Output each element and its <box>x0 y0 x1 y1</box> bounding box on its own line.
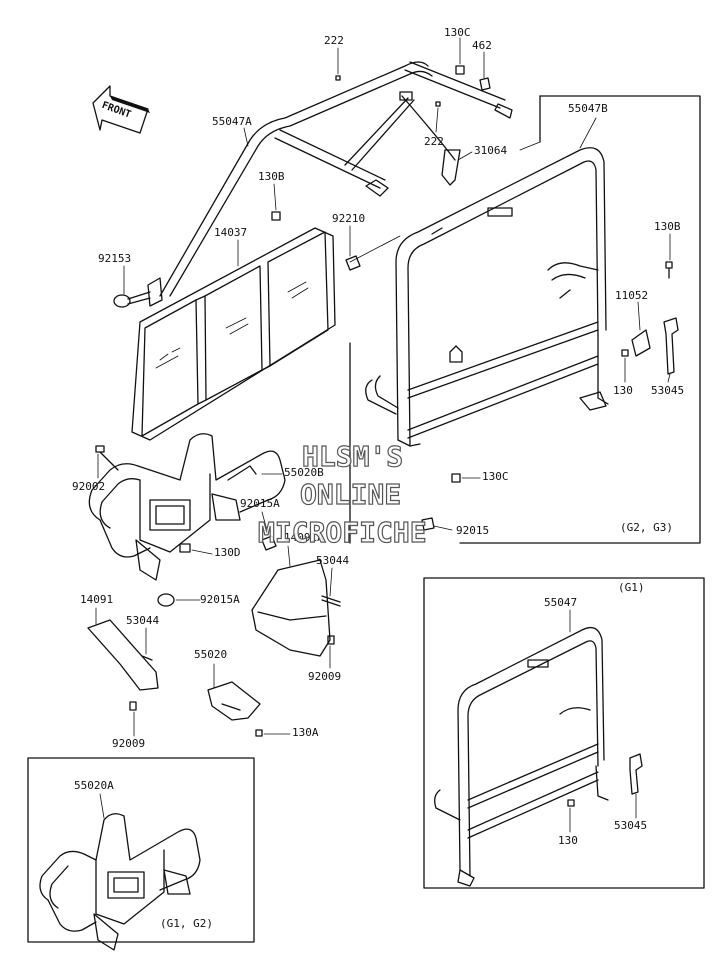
leader-92015A-upper <box>261 511 269 535</box>
watermark-line3: MICROFICHE <box>257 515 427 549</box>
bolt-130D <box>179 543 191 553</box>
callout-55020A: 55020A <box>74 779 114 792</box>
callout-222-mid: 222 <box>424 135 444 148</box>
bolt-130B-right <box>665 261 673 279</box>
callout-14091: 14091 <box>80 593 114 606</box>
bracket-11052 <box>631 329 651 357</box>
callout-14037: 14037 <box>214 226 248 239</box>
nut-92015 <box>421 517 435 531</box>
bolt-130-g1 <box>567 799 575 807</box>
box-g1-outline <box>423 577 705 889</box>
cover-14091A <box>251 559 331 657</box>
callout-92009-left: 92009 <box>112 737 146 750</box>
leader-55020A <box>99 793 105 819</box>
leader-53045-right <box>667 373 671 383</box>
bolt-222-mid <box>435 101 441 107</box>
callout-53045-right: 53045 <box>651 384 685 397</box>
callout-53044-left: 53044 <box>126 614 160 627</box>
leader-14091A <box>287 545 291 567</box>
group-label-g2g3: (G2, G3) <box>620 521 673 534</box>
callout-130B-left: 130B <box>258 170 285 183</box>
callout-130-right: 130 <box>613 384 633 397</box>
callout-92002: 92002 <box>72 480 106 493</box>
callout-92210: 92210 <box>332 212 366 225</box>
bolt-130A <box>255 729 263 737</box>
bolt-130C-top <box>455 65 465 75</box>
watermark-line1: HLSM'S <box>301 439 404 473</box>
callout-14091A: 14091A <box>284 531 324 544</box>
box-g2g3-outline <box>459 95 701 544</box>
bolt-92002 <box>95 445 119 471</box>
latch-53045-g1 <box>629 753 643 795</box>
callout-92009-mid: 92009 <box>308 670 342 683</box>
bolt-222-top <box>335 75 341 81</box>
callout-130D: 130D <box>214 546 241 559</box>
leader-55047A <box>243 127 249 147</box>
group-label-g1g2: (G1, G2) <box>160 917 213 930</box>
callout-92015A-lower: 92015A <box>200 593 240 606</box>
nut-92015A-upper <box>261 535 277 551</box>
callout-53044-mid: 53044 <box>316 554 350 567</box>
callout-92015: 92015 <box>456 524 490 537</box>
leader-130B-left <box>273 183 277 211</box>
leader-53044-mid <box>329 567 333 597</box>
group-label-g1-rack: (G1) <box>618 581 645 594</box>
bolt-92153 <box>113 291 151 308</box>
clip-31064 <box>441 149 461 186</box>
bumper-55020B <box>88 433 286 581</box>
callout-55020: 55020 <box>194 648 228 661</box>
leader-31064 <box>457 151 473 161</box>
clip-53044-left <box>141 655 153 661</box>
clip-53044-mid <box>321 595 341 607</box>
callout-53045-g1: 53045 <box>614 819 648 832</box>
callout-462: 462 <box>472 39 492 52</box>
callout-55047B: 55047B <box>568 102 608 115</box>
leader-55047B <box>579 117 597 149</box>
screw-92009-left <box>129 701 137 711</box>
bumper-55020A <box>39 813 201 951</box>
bracket-55020 <box>207 681 261 721</box>
window-panel-14037 <box>131 227 336 441</box>
leader-222-mid <box>435 107 439 133</box>
latch-53045-right <box>663 317 679 375</box>
front-arrow-shape <box>92 85 150 134</box>
callout-130C-top: 130C <box>444 26 471 39</box>
nut-92015A-lower <box>157 593 175 607</box>
leader-130D <box>191 549 213 555</box>
callout-92015A-upper: 92015A <box>240 497 280 510</box>
canopy-frame-55047A <box>147 61 513 307</box>
rack-frame-55047 <box>434 626 609 887</box>
callout-130C-mid: 130C <box>482 470 509 483</box>
callout-92153: 92153 <box>98 252 132 265</box>
callout-222-top: 222 <box>324 34 344 47</box>
rear-frame-55047B <box>365 147 609 447</box>
nut-462 <box>479 77 491 91</box>
bolt-130C-mid <box>451 473 461 483</box>
bolt-130-right <box>621 349 629 357</box>
callout-130-g1: 130 <box>558 834 578 847</box>
leader-11052 <box>637 301 641 331</box>
callout-31064: 31064 <box>474 144 508 157</box>
callout-130B-right: 130B <box>654 220 681 233</box>
callout-55047: 55047 <box>544 596 578 609</box>
box-g1g2-outline <box>27 757 255 943</box>
bolt-130B-left <box>271 211 281 221</box>
watermark-line2: ONLINE <box>299 477 402 511</box>
cover-14091 <box>87 619 159 691</box>
nut-92210 <box>345 255 361 271</box>
leader-92015 <box>433 525 453 531</box>
callout-55047A: 55047A <box>212 115 252 128</box>
screw-92009-mid <box>327 635 335 645</box>
callout-11052: 11052 <box>615 289 649 302</box>
callout-130A: 130A <box>292 726 319 739</box>
callout-55020B: 55020B <box>284 466 324 479</box>
